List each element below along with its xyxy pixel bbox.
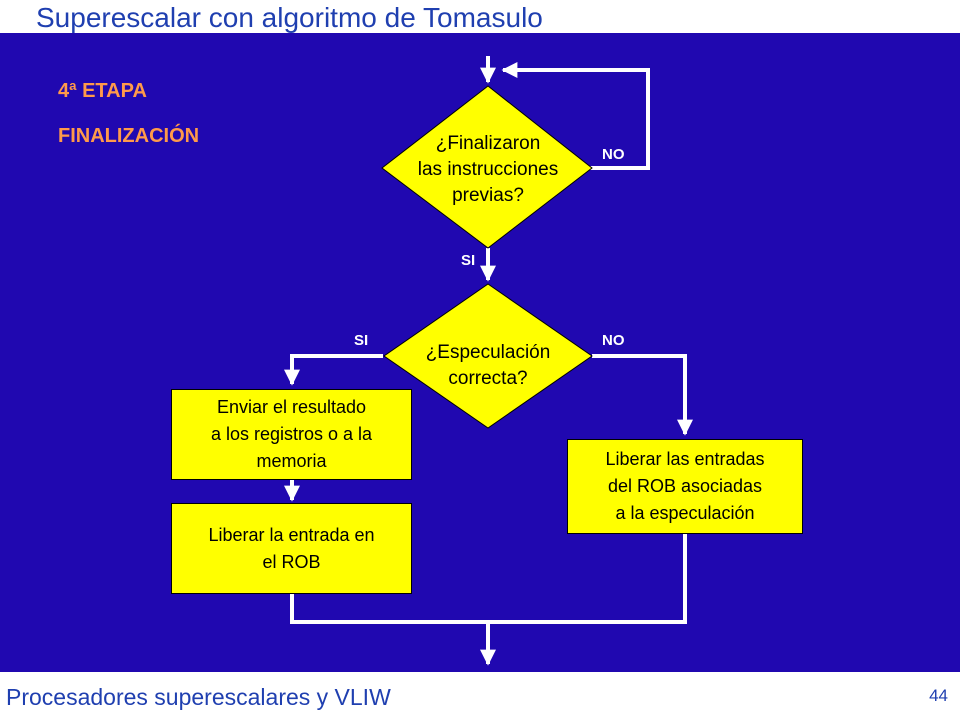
decision-especulacion — [383, 283, 593, 429]
si-connector-2 — [284, 354, 383, 386]
decision-especulacion-text: ¿Especulación correcta? — [425, 342, 551, 389]
box-free-speculation-entries: Liberar las entradas del ROB asociadas a… — [567, 439, 803, 534]
no-connector-2 — [592, 354, 693, 436]
merge-left-connector — [290, 594, 488, 624]
merge-right-connector — [488, 534, 687, 624]
loop-no-connector — [501, 62, 650, 170]
label-no-1: NO — [602, 146, 625, 163]
label-si-1: SI — [461, 252, 476, 269]
stage-name: FINALIZACIÓN — [58, 125, 200, 147]
page-number: 44 — [929, 686, 948, 705]
box-free-rob-entry: Liberar la entrada en el ROB — [171, 503, 412, 594]
label-no-2: NO — [602, 332, 625, 349]
footer-course: Procesadores superescalares y VLIW — [6, 684, 391, 710]
decision-finalizaron — [381, 85, 593, 249]
label-si-2: SI — [354, 332, 369, 349]
box-send-result: Enviar el resultado a los registros o a … — [171, 389, 412, 480]
decision-finalizaron-text: ¿Finalizaron las instrucciones previas? — [417, 133, 559, 206]
slide-title: Superescalar con algoritmo de Tomasulo — [36, 2, 543, 33]
stage-number: 4ª ETAPA — [58, 80, 147, 102]
